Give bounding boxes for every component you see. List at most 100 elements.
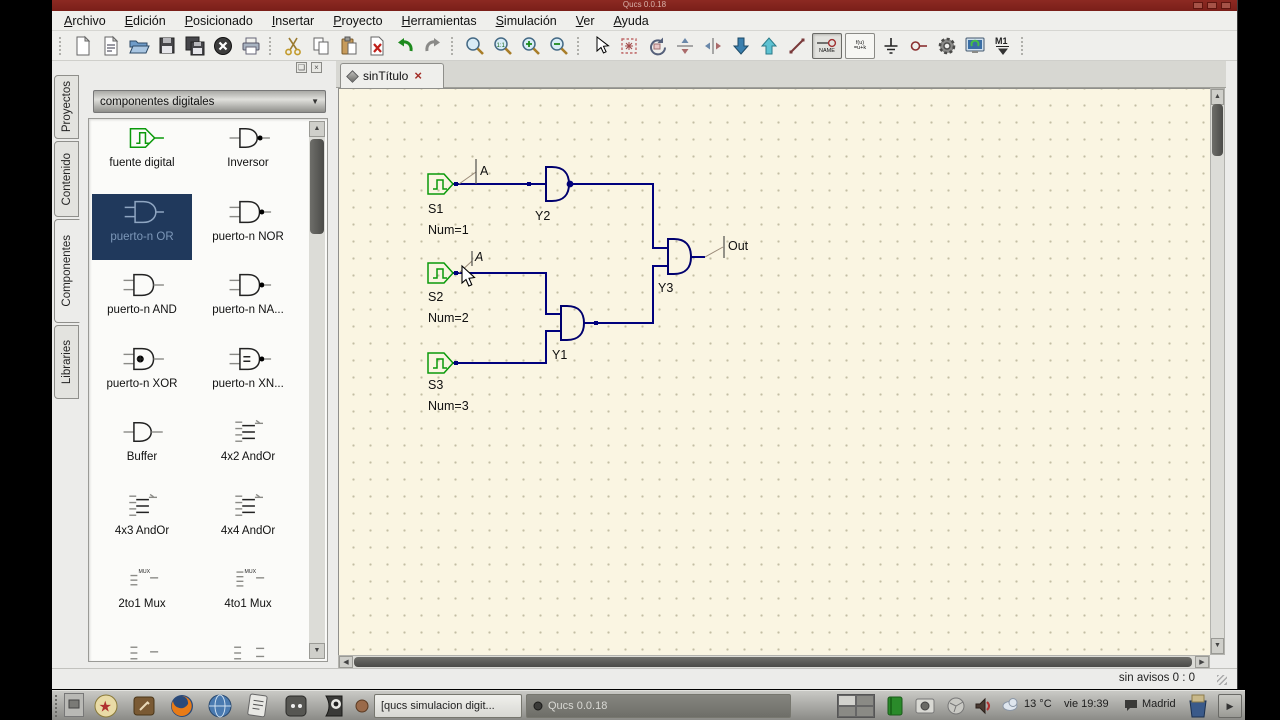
scroll-up-button[interactable]: ▲: [309, 121, 325, 137]
gate-Y2[interactable]: [545, 166, 571, 202]
wire[interactable]: [453, 330, 561, 364]
launcher-music-app[interactable]: [130, 693, 157, 719]
weather-applet[interactable]: [1002, 695, 1020, 713]
schematic-canvas[interactable]: A A Out S1 Num=1 S2 Num=2 S3 Num=3 Y2 Y1…: [338, 88, 1210, 655]
component-item[interactable]: puerto-n XOR: [92, 341, 192, 407]
rotate-button[interactable]: [644, 33, 669, 58]
menu-archivo[interactable]: Archivo: [64, 13, 106, 28]
view-data-display-button[interactable]: [962, 33, 987, 58]
component-item[interactable]: MUX 4to1 Mux: [198, 561, 298, 627]
workspace-2[interactable]: [856, 695, 874, 706]
zoom-out-button[interactable]: [546, 33, 571, 58]
menu-edicion[interactable]: Edición: [124, 13, 166, 28]
sidebar-tab-contenido[interactable]: Contenido: [54, 141, 79, 217]
component-item[interactable]: 4x3 AndOr: [92, 488, 192, 554]
sidebar-tab-proyectos[interactable]: Proyectos: [54, 75, 79, 139]
go-into-subcircuit-button[interactable]: [728, 33, 753, 58]
scroll-thumb[interactable]: [1212, 104, 1223, 156]
component-item[interactable]: puerto-n NA...: [198, 267, 298, 333]
maximize-button[interactable]: [1207, 2, 1217, 9]
component-item[interactable]: Buffer: [92, 414, 192, 480]
open-button[interactable]: [126, 33, 151, 58]
save-all-button[interactable]: [182, 33, 207, 58]
wire[interactable]: [570, 183, 668, 249]
new-text-document-button[interactable]: [98, 33, 123, 58]
digital-source-S1[interactable]: [427, 173, 455, 195]
menu-ver[interactable]: Ver: [575, 13, 595, 28]
workspace-3[interactable]: [838, 706, 856, 717]
set-marker-button[interactable]: M1: [990, 33, 1015, 58]
source-param[interactable]: Num=1: [428, 223, 469, 237]
source-param[interactable]: Num=2: [428, 311, 469, 325]
trash-applet[interactable]: [1184, 693, 1212, 719]
menu-proyecto[interactable]: Proyecto: [333, 13, 383, 28]
taskbar-window-qucs-doc[interactable]: [qucs simulacion digit...: [374, 694, 522, 718]
delete-button[interactable]: [364, 33, 389, 58]
menu-insertar[interactable]: Insertar: [271, 13, 315, 28]
launcher-dice-app[interactable]: [282, 693, 309, 719]
component-list-scrollbar[interactable]: ▲ ▼: [309, 121, 325, 659]
canvas-horizontal-scrollbar[interactable]: ◀ ▶: [338, 655, 1210, 669]
select-markers-button[interactable]: [616, 33, 641, 58]
clock-text[interactable]: vie 19:39: [1064, 698, 1109, 710]
close-document-button[interactable]: [210, 33, 235, 58]
tray-book-app[interactable]: [884, 693, 906, 719]
toolbar-grip[interactable]: [577, 36, 582, 55]
document-tab[interactable]: sinTítulo ×: [340, 63, 444, 88]
undo-button[interactable]: [392, 33, 417, 58]
insert-ground-button[interactable]: [878, 33, 903, 58]
save-button[interactable]: [154, 33, 179, 58]
scroll-down-button[interactable]: ▼: [309, 643, 325, 659]
component-item[interactable]: puerto-n NOR: [198, 194, 298, 260]
source-name[interactable]: S2: [428, 290, 443, 304]
simulate-button[interactable]: [934, 33, 959, 58]
scroll-thumb[interactable]: [354, 657, 1192, 667]
node-label-A[interactable]: A: [480, 164, 489, 178]
scroll-thumb[interactable]: [310, 139, 324, 234]
pop-out-button[interactable]: [756, 33, 781, 58]
sidebar-tab-componentes[interactable]: Componentes: [54, 219, 80, 323]
resize-grip[interactable]: [1217, 675, 1227, 685]
launcher-star-badge[interactable]: ★: [92, 693, 119, 719]
component-category-dropdown[interactable]: componentes digitales ▼: [93, 90, 326, 113]
print-button[interactable]: [238, 33, 263, 58]
gate-name[interactable]: Y3: [658, 281, 673, 295]
select-button[interactable]: [588, 33, 613, 58]
close-window-button[interactable]: [1221, 2, 1231, 9]
component-item[interactable]: puerto-n AND: [92, 267, 192, 333]
insert-port-button[interactable]: [906, 33, 931, 58]
toolbar-grip[interactable]: [1021, 36, 1026, 55]
launcher-firefox[interactable]: [168, 693, 195, 719]
show-desktop-button[interactable]: [64, 693, 84, 717]
new-document-button[interactable]: [70, 33, 95, 58]
insert-wire-button[interactable]: [784, 33, 809, 58]
toolbar-grip[interactable]: [269, 36, 274, 55]
scroll-up-button[interactable]: ▲: [1211, 89, 1224, 105]
close-tab-icon[interactable]: ×: [414, 68, 422, 83]
minimize-button[interactable]: [1193, 2, 1203, 9]
panel-handle[interactable]: [55, 695, 63, 717]
menu-herramientas[interactable]: Herramientas: [401, 13, 477, 28]
launcher-browser-globe[interactable]: [206, 693, 233, 719]
node-label-Out[interactable]: Out: [728, 239, 749, 253]
component-item[interactable]: 4x4 AndOr: [198, 488, 298, 554]
source-param[interactable]: Num=3: [428, 399, 469, 413]
source-name[interactable]: S3: [428, 378, 443, 392]
component-item[interactable]: puerto-n XN...: [198, 341, 298, 407]
toolbar-grip[interactable]: [451, 36, 456, 55]
component-item[interactable]: 4x2 AndOr: [198, 414, 298, 480]
titlebar[interactable]: Qucs 0.0.18: [52, 0, 1237, 11]
component-item[interactable]: fuente digital: [92, 120, 192, 186]
panel-expand-button[interactable]: ▶: [1218, 694, 1242, 718]
node-label-A2[interactable]: A: [474, 250, 483, 264]
dock-float-button[interactable]: ❏: [296, 62, 307, 73]
workspace-pager[interactable]: [837, 694, 875, 718]
digital-source-S2[interactable]: [427, 262, 455, 284]
component-item[interactable]: [198, 635, 298, 660]
dock-close-button[interactable]: ×: [311, 62, 322, 73]
tray-screenshot-app[interactable]: [914, 693, 936, 719]
workspace-1[interactable]: [838, 695, 856, 706]
source-name[interactable]: S1: [428, 202, 443, 216]
cut-button[interactable]: [280, 33, 305, 58]
taskbar-window-qucs[interactable]: Qucs 0.0.18: [526, 694, 791, 718]
